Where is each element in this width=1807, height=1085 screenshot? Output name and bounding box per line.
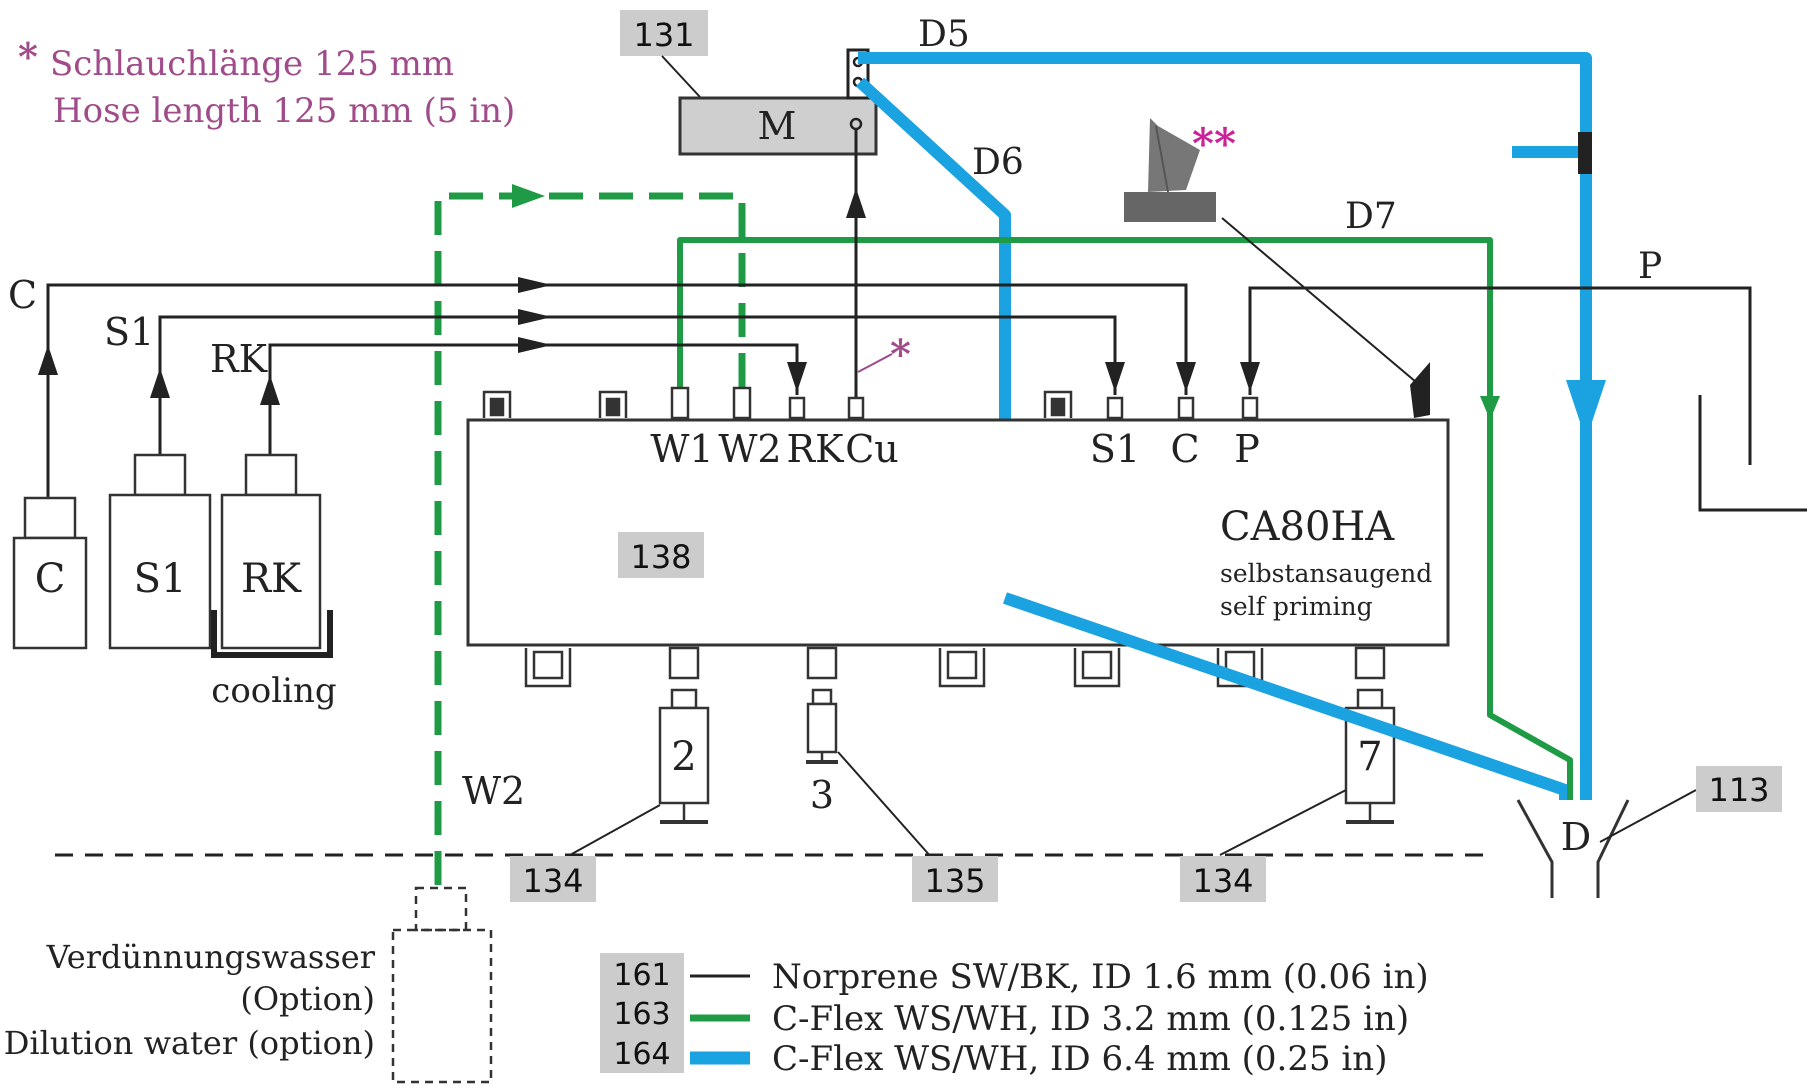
callout-131: 131 xyxy=(620,10,713,111)
hose-length-note: * Schlauchlänge 125 mm Hose length 125 m… xyxy=(18,34,515,131)
d7-arrow xyxy=(1480,396,1500,420)
d5-clamp xyxy=(1578,132,1592,174)
hose-d7 xyxy=(677,237,1573,800)
legend-code-163: 163 xyxy=(613,997,670,1032)
svg-text:7: 7 xyxy=(1357,734,1382,780)
label-d6: D6 xyxy=(972,142,1024,183)
cooling-label: cooling xyxy=(211,671,336,711)
label-rk-line: RK xyxy=(210,337,268,381)
port-c: C xyxy=(1170,427,1199,471)
bottle-c: C xyxy=(12,496,88,650)
port-p: P xyxy=(1234,427,1260,471)
unit-line-en: self priming xyxy=(1220,592,1373,621)
port-rk: RK xyxy=(787,427,845,471)
port-w2: W2 xyxy=(718,427,781,471)
legend-text-163: C-Flex WS/WH, ID 3.2 mm (0.125 in) xyxy=(772,999,1409,1039)
hose-d6-front xyxy=(1003,592,1567,796)
single-asterisk: * xyxy=(890,331,911,378)
svg-text:113: 113 xyxy=(1708,771,1769,809)
callout-113: 113 xyxy=(1599,766,1782,843)
hose-d5 xyxy=(858,52,1592,800)
dilution-line-en: Dilution water (option) xyxy=(4,1024,375,1062)
sensor-object: ** xyxy=(1124,118,1430,418)
label-d5: D5 xyxy=(918,14,970,55)
dilution-line-de: Verdünnungswasser xyxy=(46,938,376,976)
svg-text:134: 134 xyxy=(1192,862,1253,900)
motor-label: M xyxy=(758,104,797,148)
label-p: P xyxy=(1638,246,1662,287)
svg-text:RK: RK xyxy=(241,556,302,602)
svg-text:138: 138 xyxy=(630,538,691,576)
callout-138: 138 xyxy=(618,532,704,578)
bottle-rk: RK xyxy=(211,453,333,658)
legend-text-161: Norprene SW/BK, ID 1.6 mm (0.06 in) xyxy=(772,957,1429,997)
port-labels: W1 W2 RK Cu S1 C P xyxy=(650,427,1259,471)
unit-top-fittings xyxy=(482,386,1259,420)
label-c-line: C xyxy=(8,273,37,317)
port-cu: Cu xyxy=(845,427,899,471)
legend: 161 Norprene SW/BK, ID 1.6 mm (0.06 in) … xyxy=(600,953,1429,1079)
callout-134-right: 134 xyxy=(1180,789,1347,902)
svg-text:S1: S1 xyxy=(134,556,187,602)
svg-text:131: 131 xyxy=(633,16,694,54)
callout-134-left: 134 xyxy=(510,804,661,902)
svg-text:2: 2 xyxy=(671,734,696,780)
callout-135: 135 xyxy=(837,751,998,902)
svg-text:C: C xyxy=(35,556,66,602)
note-line-en: Hose length 125 mm (5 in) xyxy=(53,91,515,131)
double-asterisk: ** xyxy=(1192,119,1236,168)
pump-7: 7 xyxy=(1344,688,1396,824)
label-w2-line: W2 xyxy=(462,769,525,813)
unit-line-de: selbstansaugend xyxy=(1220,559,1432,588)
dilution-bottle xyxy=(391,886,493,1084)
svg-text:3: 3 xyxy=(810,773,834,817)
label-s1-line: S1 xyxy=(104,310,154,354)
unit-model: CA80HA xyxy=(1220,504,1395,550)
note-asterisk: * xyxy=(18,34,38,79)
black-arrows xyxy=(38,188,1260,405)
w2-arrow xyxy=(512,184,545,208)
bottle-s1: S1 xyxy=(108,453,212,650)
drain-label: D xyxy=(1561,815,1591,859)
legend-code-164: 164 xyxy=(613,1037,670,1072)
port-s1: S1 xyxy=(1090,427,1140,471)
svg-text:134: 134 xyxy=(522,862,583,900)
drain-funnel xyxy=(1516,799,1630,898)
legend-code-161: 161 xyxy=(613,958,670,993)
label-d7: D7 xyxy=(1345,196,1397,237)
port-w1: W1 xyxy=(650,427,713,471)
dilution-line-option: (Option) xyxy=(240,980,375,1018)
pump-2: 2 xyxy=(658,688,710,824)
asterisk-leader xyxy=(857,353,893,373)
note-line-de: Schlauchlänge 125 mm xyxy=(50,44,454,84)
legend-text-164: C-Flex WS/WH, ID 6.4 mm (0.25 in) xyxy=(772,1039,1387,1079)
svg-text:135: 135 xyxy=(924,862,985,900)
d5-arrow xyxy=(1566,380,1606,440)
motor-block: M xyxy=(678,48,878,156)
unit-bottom-fittings xyxy=(524,646,1386,688)
pump-3: 3 xyxy=(806,688,838,817)
